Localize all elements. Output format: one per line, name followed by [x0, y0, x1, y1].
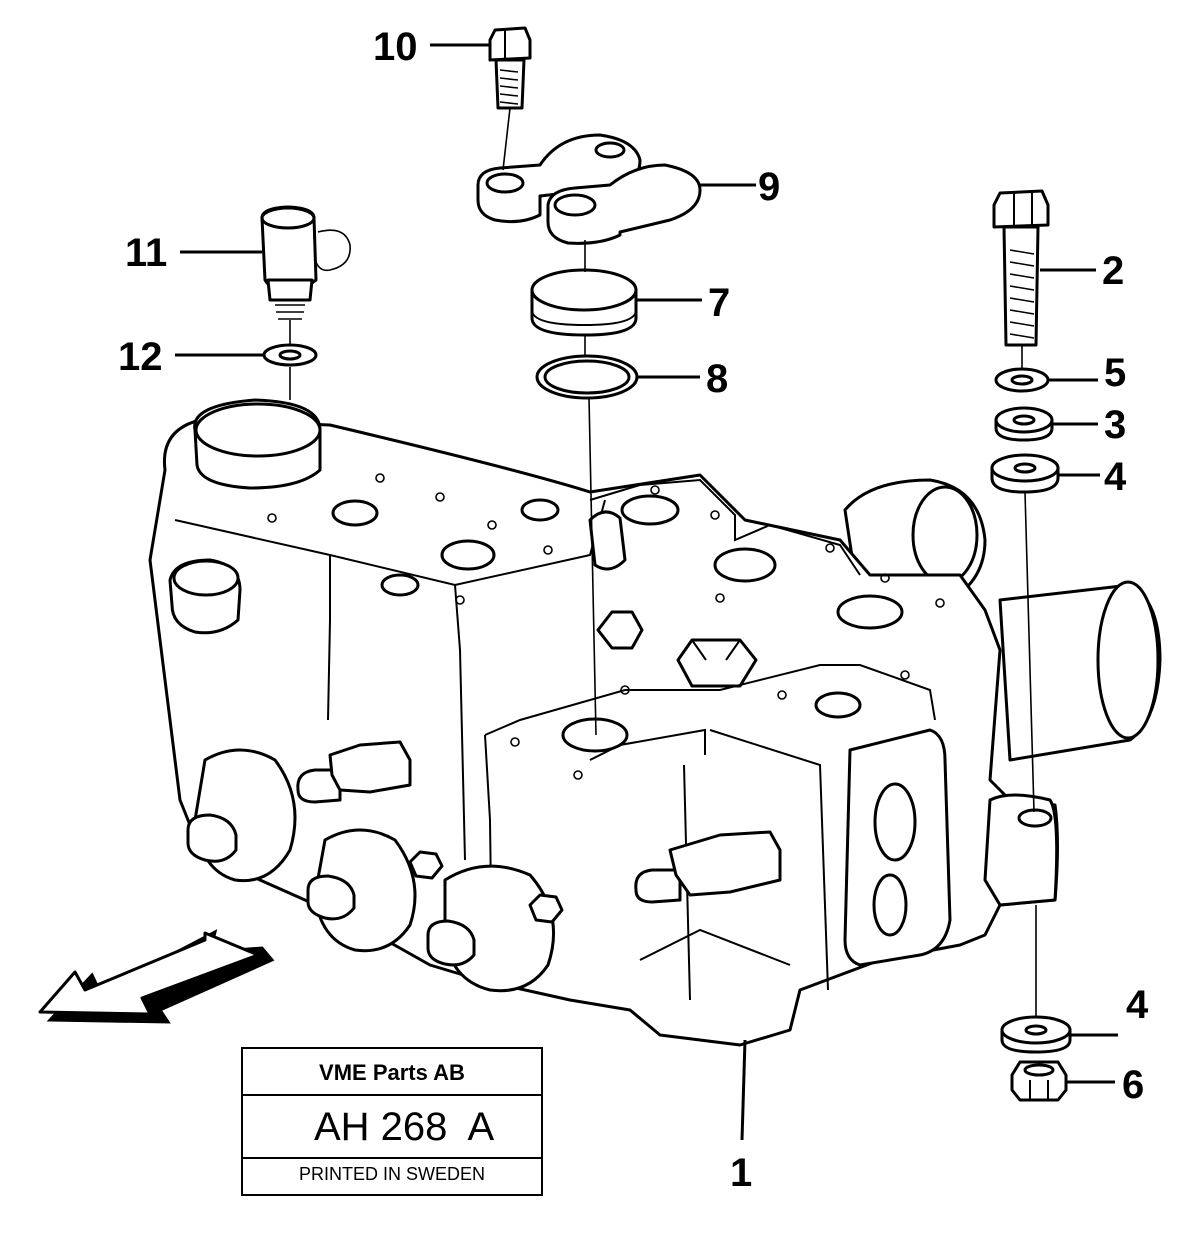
bolt-hole [715, 593, 725, 603]
part-7-cap [530, 268, 638, 337]
left-section-vertical-2 [327, 555, 331, 721]
deck-hole [440, 539, 496, 571]
bolt-hole [777, 690, 787, 700]
bolt-hole [650, 485, 660, 495]
label-part-5: 5 [1104, 351, 1126, 395]
bolt-hole [435, 492, 445, 502]
left-port-plug-top [172, 559, 240, 597]
part-8-oring [535, 354, 639, 400]
front-deck-ridge [589, 728, 706, 761]
inlet-boss-top [194, 402, 322, 458]
part-6-nut [1010, 1060, 1068, 1102]
hex-facet [691, 639, 707, 661]
front-deck-edge [484, 664, 936, 736]
label-part-7: 7 [708, 281, 730, 325]
label-part-10: 10 [373, 25, 418, 69]
label-part-6: 6 [1122, 1063, 1144, 1107]
bolt-hole [510, 737, 520, 747]
bolt-hole [880, 573, 890, 583]
title-block-drawing-number: AH 268 A [314, 1105, 494, 1149]
assembly-lines [289, 107, 1037, 1018]
part-4-washer-upper [990, 453, 1060, 494]
bolt-hole [825, 543, 835, 553]
deck-hex-plug [596, 610, 644, 650]
relief-fitting-2 [634, 830, 782, 904]
small-hex-nut [408, 850, 444, 880]
label-part-4-upper: 4 [1104, 455, 1127, 499]
part-2-bolt [992, 189, 1050, 347]
middle-deck-edge [589, 478, 861, 576]
spool-cap-3 [426, 864, 564, 993]
title-block-frame [241, 1047, 543, 1196]
bolt-hole [935, 598, 945, 608]
deck-fitting [588, 510, 627, 571]
title-block-company: VME Parts AB [319, 1060, 465, 1085]
bolt-hole [455, 595, 465, 605]
front-face-edge [709, 729, 829, 991]
hex-facet [725, 639, 741, 661]
direction-arrow-icon [38, 929, 275, 1024]
spool-cap-1 [186, 748, 297, 883]
part-12-washer [262, 343, 318, 367]
label-part-12: 12 [118, 335, 163, 379]
label-part-2: 2 [1102, 249, 1124, 293]
deck-hole [836, 594, 904, 630]
mounting-foot-hole [1017, 808, 1053, 828]
left-section-vertical [454, 584, 466, 861]
title-block-footer: PRINTED IN SWEDEN [299, 1164, 485, 1184]
part-11-plug [260, 205, 351, 320]
bolt-hole [710, 510, 720, 520]
label-part-9: 9 [758, 165, 780, 209]
part-4-washer-lower [1000, 1015, 1072, 1054]
title-block: VME Parts AB AH 268 A PRINTED IN SWEDEN [241, 1047, 543, 1196]
bolt-hole [487, 520, 497, 530]
label-part-8: 8 [706, 357, 728, 401]
bolt-hole [620, 685, 630, 695]
label-part-11: 11 [125, 231, 167, 275]
label-part-4-lower: 4 [1126, 983, 1149, 1027]
bolt-hole [267, 513, 277, 523]
side-cover-hole [872, 873, 908, 937]
bolt-hole [375, 473, 385, 483]
side-port-face [1096, 580, 1160, 740]
side-cover-hole [873, 782, 917, 862]
label-part-3: 3 [1104, 403, 1126, 447]
deck-hole [331, 499, 379, 527]
leader-lines [175, 43, 1118, 1141]
label-part-1: 1 [730, 1151, 752, 1195]
deck-hole [814, 691, 862, 719]
part-5-washer [994, 367, 1050, 393]
bolt-hole [900, 670, 910, 680]
part-labels: 10 9 11 2 7 12 8 5 3 4 4 6 1 [118, 25, 1149, 1195]
part-3-washer [994, 406, 1054, 442]
deck-hole [713, 547, 777, 583]
spool-cap-2 [306, 828, 417, 953]
deck-hole [620, 494, 680, 526]
valve-body [148, 398, 1162, 1047]
part-9-clamp [476, 133, 702, 245]
bolt-hole [573, 770, 583, 780]
rear-port-face [911, 485, 979, 585]
deck-hole [520, 498, 560, 522]
bolt-hole [543, 545, 553, 555]
part-10-bolt [488, 26, 532, 110]
relief-fitting-1 [296, 740, 412, 804]
deck-hole [380, 573, 420, 597]
hex-plug [676, 638, 758, 688]
